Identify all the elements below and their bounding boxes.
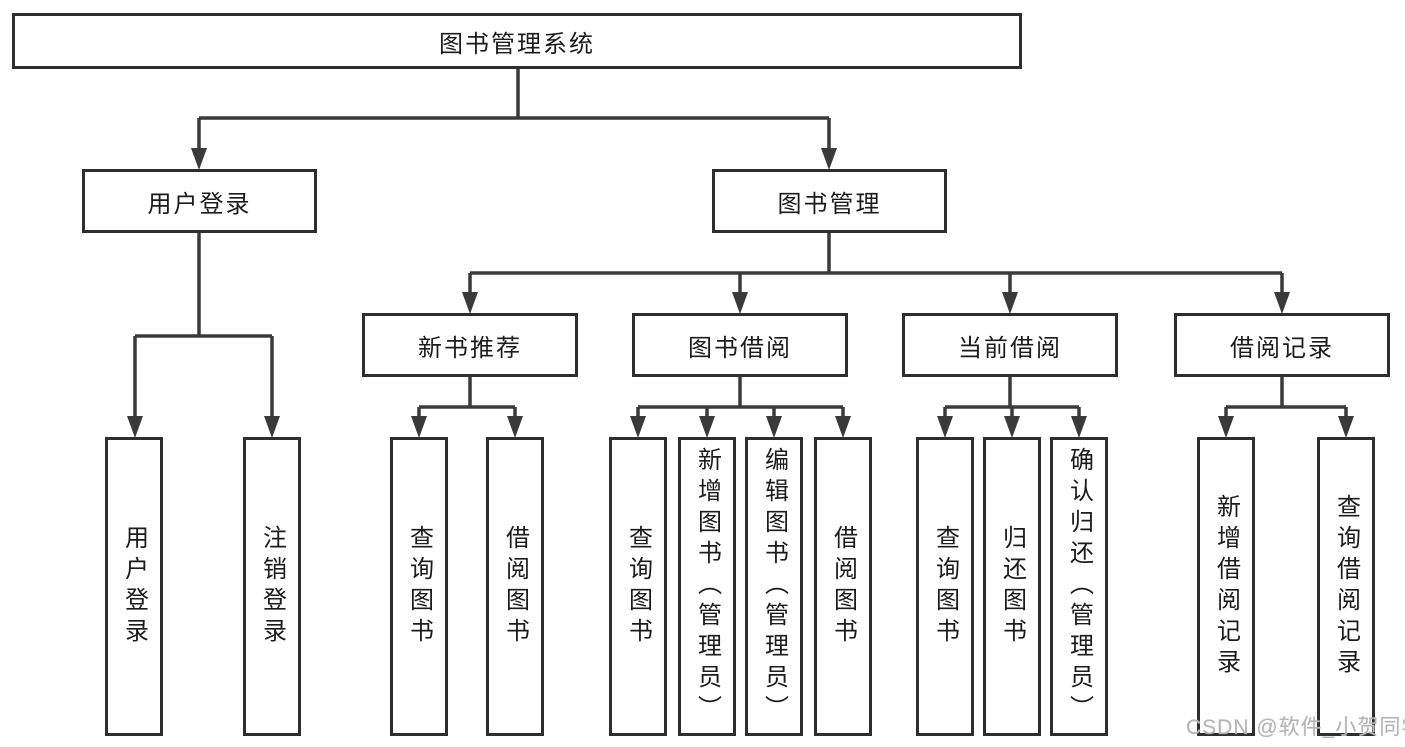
node-current-borrow: 当前借阅 — [902, 313, 1118, 377]
leaf-records-query-record: 查询借阅记录 — [1317, 437, 1375, 736]
leaf-current-return-book: 归还图书 — [983, 437, 1041, 736]
leaf-newbook-borrow-book: 借阅图书 — [486, 437, 544, 736]
node-new-book-recommend: 新书推荐 — [362, 313, 578, 377]
arrowheads — [127, 148, 1354, 438]
node-user-login: 用户登录 — [82, 169, 317, 233]
node-root-system: 图书管理系统 — [12, 13, 1022, 69]
node-book-borrow: 图书借阅 — [632, 313, 848, 377]
node-book-management: 图书管理 — [712, 169, 947, 233]
leaf-borrow-borrow-book: 借阅图书 — [814, 437, 872, 736]
node-borrow-records: 借阅记录 — [1174, 313, 1390, 377]
csdn-watermark: CSDN @软件_小贺同学 — [1186, 716, 1405, 739]
leaf-borrow-query-book: 查询图书 — [609, 437, 667, 736]
leaf-newbook-query-book: 查询图书 — [390, 437, 448, 736]
leaf-borrow-add-book-admin: 新增图书（管理员） — [678, 437, 736, 736]
leaf-logout: 注销登录 — [243, 437, 301, 736]
leaf-current-confirm-return-admin: 确认归还（管理员） — [1050, 437, 1108, 736]
leaf-user-login: 用户登录 — [105, 437, 163, 736]
leaf-borrow-edit-book-admin: 编辑图书（管理员） — [745, 437, 803, 736]
leaf-current-query-book: 查询图书 — [916, 437, 974, 736]
leaf-records-add-record: 新增借阅记录 — [1197, 437, 1255, 736]
